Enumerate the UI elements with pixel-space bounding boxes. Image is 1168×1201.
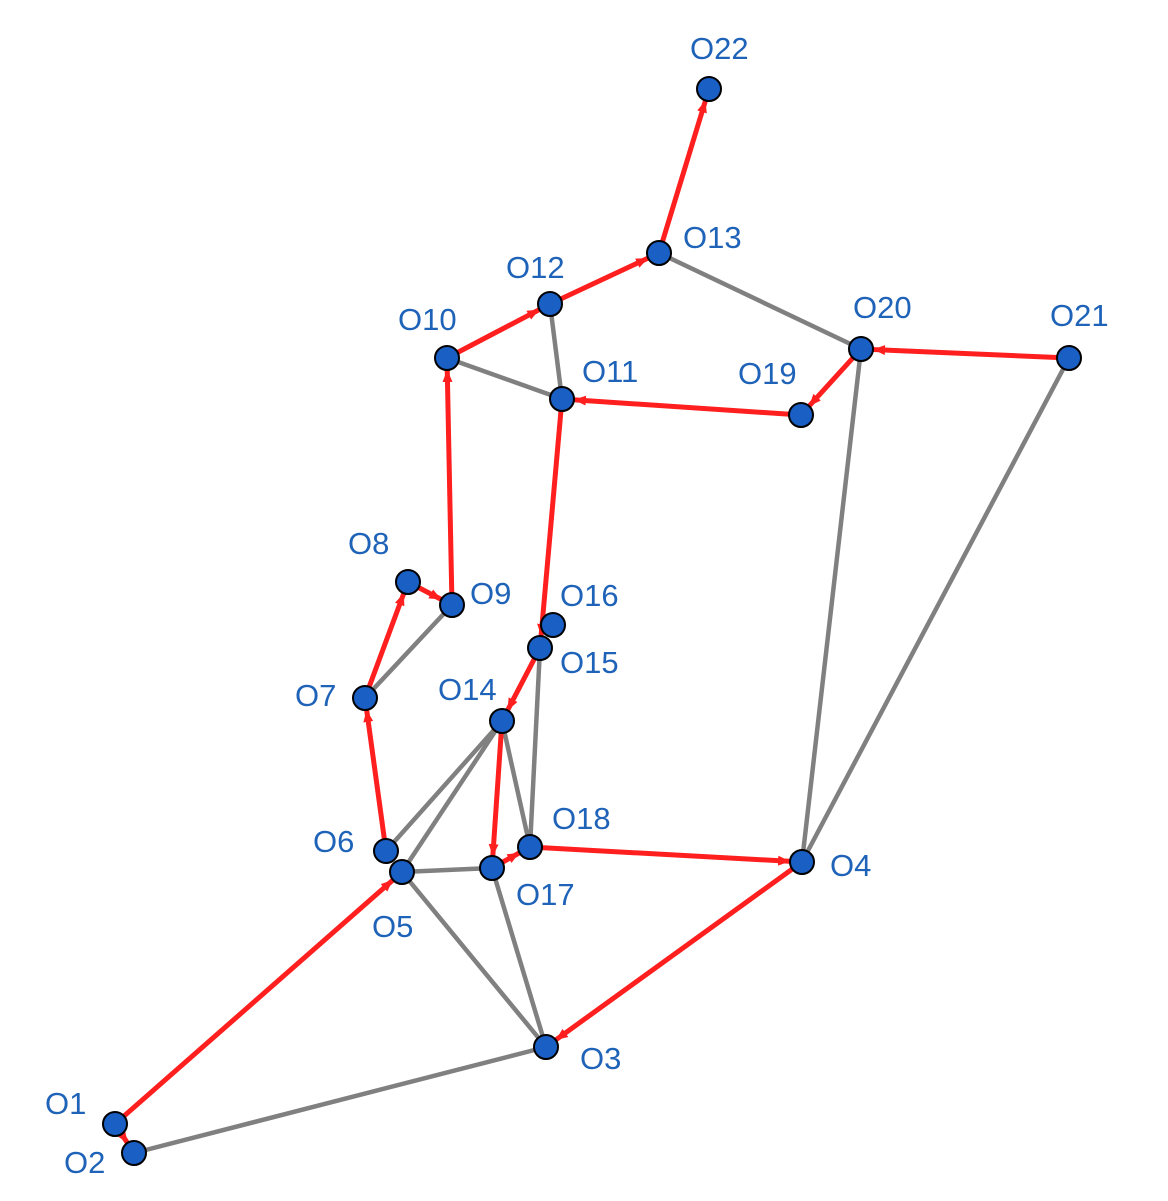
edge-o7-o9	[362, 602, 455, 701]
node-o7	[352, 685, 378, 711]
arrow-o19-o11	[572, 395, 804, 418]
arrow-o9-o10	[442, 368, 455, 608]
node-o21	[1056, 345, 1082, 371]
node-o19	[788, 402, 814, 428]
node-o5	[389, 859, 415, 885]
arrow-o11-o15	[537, 396, 565, 638]
arrow-o12-o13	[547, 256, 650, 307]
node-o1	[102, 1111, 128, 1137]
node-o22	[696, 76, 722, 102]
node-o14	[489, 708, 515, 734]
edge-o5-o3	[399, 869, 549, 1050]
node-label-o9: O9	[470, 576, 511, 611]
node-label-o20: O20	[853, 290, 912, 325]
node-o16	[540, 612, 566, 638]
node-label-o17: O17	[516, 877, 575, 912]
arrow-o4-o3	[554, 859, 805, 1042]
edge-o12-o11	[547, 301, 565, 402]
node-label-o19: O19	[738, 356, 797, 391]
node-o6	[373, 838, 399, 864]
edge-o5-o17	[399, 865, 495, 875]
edge-o13-o20	[656, 250, 864, 352]
node-label-o11: O11	[582, 354, 638, 389]
node-o20	[848, 336, 874, 362]
node-o3	[533, 1034, 559, 1060]
node-o18	[517, 834, 543, 860]
node-o2	[121, 1140, 147, 1166]
arrow-o6-o7	[363, 708, 389, 854]
node-o11	[549, 386, 575, 412]
arrow-o14-o17	[488, 718, 505, 858]
arrow-o18-o4	[527, 844, 792, 866]
edge-o3-o2	[131, 1044, 549, 1156]
labels: O1O2O3O4O5O6O7O8O9O10O11O12O13O14O15O16O…	[45, 31, 1109, 1180]
node-label-o21: O21	[1050, 298, 1109, 333]
edge-o14-o5	[399, 718, 505, 875]
node-o4	[789, 849, 815, 875]
node-o9	[439, 592, 465, 618]
node-label-o22: O22	[690, 31, 749, 66]
nodes	[102, 76, 1082, 1166]
node-label-o1: O1	[45, 1086, 86, 1121]
arrow-o21-o20	[871, 345, 1072, 361]
node-label-o13: O13	[683, 220, 742, 255]
plain-edges	[131, 250, 1072, 1156]
edge-o15-o18	[527, 645, 543, 850]
node-o13	[646, 240, 672, 266]
arrow-o13-o22	[656, 98, 708, 256]
node-label-o5: O5	[372, 909, 413, 944]
node-label-o7: O7	[295, 678, 336, 713]
node-label-o4: O4	[830, 848, 871, 883]
arrow-o10-o12	[444, 307, 541, 361]
node-label-o8: O8	[348, 526, 389, 561]
arrow-o7-o8	[362, 591, 406, 701]
edge-o14-o6	[383, 718, 505, 854]
arrow-o1-o5	[112, 878, 395, 1127]
edge-o10-o11	[444, 355, 565, 402]
node-label-o14: O14	[438, 672, 497, 707]
node-label-o18: O18	[552, 801, 611, 836]
node-label-o12: O12	[506, 250, 565, 285]
node-label-o15: O15	[560, 645, 619, 680]
node-o12	[537, 291, 563, 317]
node-label-o6: O6	[313, 824, 354, 859]
node-o10	[434, 345, 460, 371]
node-label-o16: O16	[560, 578, 619, 613]
node-o17	[479, 855, 505, 881]
node-label-o3: O3	[580, 1041, 621, 1076]
node-label-o10: O10	[398, 302, 457, 337]
edge-o20-o4	[799, 346, 864, 865]
node-o15	[527, 635, 553, 661]
edge-o17-o3	[489, 865, 549, 1050]
path-edges	[112, 98, 1072, 1145]
node-o8	[395, 569, 421, 595]
node-label-o2: O2	[64, 1145, 105, 1180]
edge-o21-o4	[799, 355, 1072, 865]
edge-o14-o18	[499, 718, 533, 850]
